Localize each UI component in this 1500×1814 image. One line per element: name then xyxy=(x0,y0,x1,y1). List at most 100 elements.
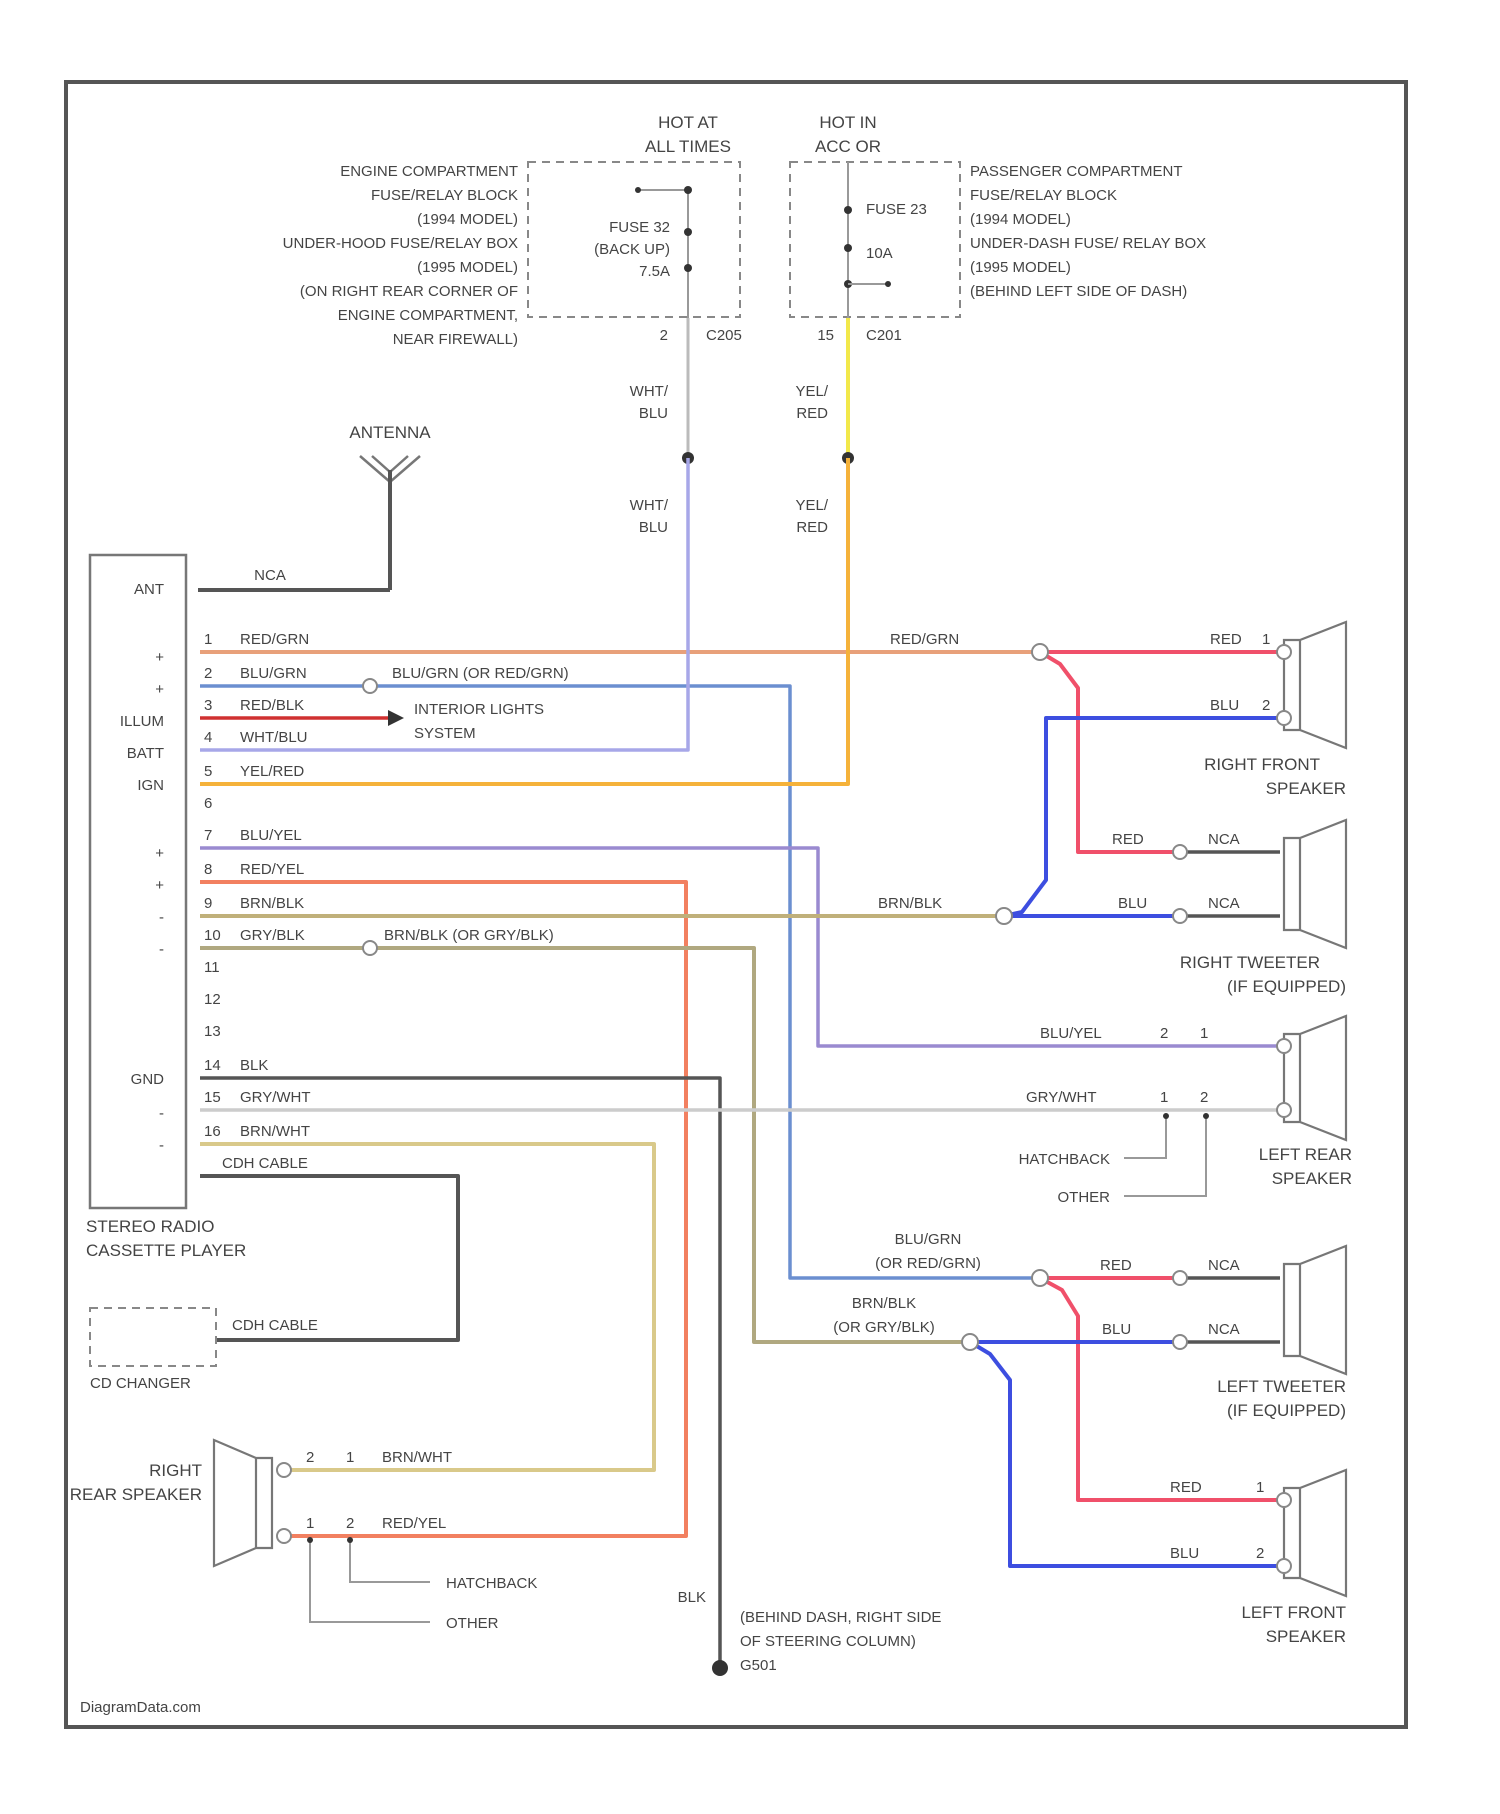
speaker-icon xyxy=(1284,820,1346,948)
radio-pin-wire: BLK xyxy=(240,1057,268,1074)
fuse-left-pin: 2 xyxy=(660,327,668,344)
lf-name-1: LEFT FRONT xyxy=(1241,1603,1346,1622)
interior-lights-label-2: SYSTEM xyxy=(414,725,476,742)
fuse-right-desc-1: PASSENGER COMPARTMENT xyxy=(970,163,1183,180)
radio-pin-wire: BRN/BLK xyxy=(240,895,304,912)
radio-pin-wire: RED/YEL xyxy=(240,861,304,878)
radio-pins: 1RED/GRN2BLU/GRN3RED/BLK4WHT/BLU5YEL/RED… xyxy=(204,631,311,1140)
radio-pin-wire: GRY/WHT xyxy=(240,1089,311,1106)
cd-changer-box xyxy=(90,1308,216,1366)
radio-terminal-minus-4: - xyxy=(159,1137,164,1154)
fuse-left-connector: C205 xyxy=(706,327,742,344)
ground: BLK (BEHIND DASH, RIGHT SIDE OF STEERING… xyxy=(678,1589,942,1676)
lr-name-1: LEFT REAR xyxy=(1259,1145,1352,1164)
radio-terminal-minus-1: - xyxy=(159,909,164,926)
rr-pin-bottom-2: 2 xyxy=(346,1515,354,1532)
lf-pin2: 2 xyxy=(1256,1545,1264,1562)
antenna: ANTENNA NCA xyxy=(198,423,431,590)
fuse-left-dashed-box xyxy=(528,162,740,317)
rr-pin-top-1: 2 xyxy=(306,1449,314,1466)
radio-pin-number: 16 xyxy=(204,1123,221,1140)
radio-terminal-ant: ANT xyxy=(134,581,164,598)
rf-pin1: 1 xyxy=(1262,631,1270,648)
wire-label-yel-red-top-1: YEL/ xyxy=(795,383,828,400)
fuse-right-block: HOT IN ACC OR FUSE 23 10A PASSENGER COMP… xyxy=(790,113,1206,344)
radio-pin-wire: GRY/BLK xyxy=(240,927,305,944)
lr-pin-top-1: 2 xyxy=(1160,1025,1168,1042)
lf-wire2: BLU xyxy=(1170,1545,1199,1562)
radio-pin-number: 11 xyxy=(204,959,220,976)
midline-brn-blk: BRN/BLK xyxy=(878,895,942,912)
radio-terminal-ign: IGN xyxy=(137,777,164,794)
midline-blu-yel: BLU/YEL xyxy=(1040,1025,1102,1042)
fuse-right-header-2: ACC OR xyxy=(815,137,881,156)
midline-brn-blk-lower-1: BRN/BLK xyxy=(852,1295,916,1312)
radio-pin-number: 12 xyxy=(204,991,221,1008)
lr-other: OTHER xyxy=(1058,1189,1111,1206)
fuse-left-fuse-3: 7.5A xyxy=(639,263,670,280)
rr-name-2: REAR SPEAKER xyxy=(70,1485,202,1504)
radio-pin-number: 7 xyxy=(204,827,212,844)
wire-label-yel-red-top-2: RED xyxy=(796,405,828,422)
radio-pin-wire: WHT/BLU xyxy=(240,729,308,746)
lt-wire2: BLU xyxy=(1102,1321,1131,1338)
radio-pin-number: 3 xyxy=(204,697,212,714)
lt-name-1: LEFT TWEETER xyxy=(1217,1377,1346,1396)
rt-name-2: (IF EQUIPPED) xyxy=(1227,977,1346,996)
rf-pin2: 2 xyxy=(1262,697,1270,714)
fuse-left-desc-8: NEAR FIREWALL) xyxy=(393,331,518,348)
lt-name-2: (IF EQUIPPED) xyxy=(1227,1401,1346,1420)
fuse-right-desc-6: (BEHIND LEFT SIDE OF DASH) xyxy=(970,283,1187,300)
lr-name-2: SPEAKER xyxy=(1272,1169,1352,1188)
radio-pin-number: 10 xyxy=(204,927,221,944)
arrow-icon xyxy=(388,710,404,726)
radio-pin-number: 6 xyxy=(204,795,212,812)
lt-nca1: NCA xyxy=(1208,1257,1240,1274)
rr-other: OTHER xyxy=(446,1615,499,1632)
radio-terminal-illum: ILLUM xyxy=(120,713,164,730)
lr-pin-bottom-1: 1 xyxy=(1160,1089,1168,1106)
fuse-left-fuse-1: FUSE 32 xyxy=(609,219,670,236)
midline-gry-wht: GRY/WHT xyxy=(1026,1089,1097,1106)
speaker-left-front: RED 1 BLU 2 LEFT FRONT SPEAKER xyxy=(1170,1470,1346,1646)
radio-pin-wire: BLU/YEL xyxy=(240,827,302,844)
midline-brn-blk-alt: BRN/BLK (OR GRY/BLK) xyxy=(384,927,554,944)
fuse-left-block: HOT AT ALL TIMES ENGINE COMPARTMENT FUSE… xyxy=(283,113,742,348)
lf-wire1: RED xyxy=(1170,1479,1202,1496)
radio-terminal-batt: BATT xyxy=(127,745,164,762)
lf-name-2: SPEAKER xyxy=(1266,1627,1346,1646)
radio-pin-number: 14 xyxy=(204,1057,221,1074)
speaker-right-front: RED 1 BLU 2 RIGHT FRONT SPEAKER xyxy=(1204,622,1346,798)
watermark: DiagramData.com xyxy=(80,1699,201,1716)
radio-terminal-plus-2: + xyxy=(155,681,164,698)
wire-rf-red xyxy=(1040,652,1180,852)
rf-name-2: SPEAKER xyxy=(1266,779,1346,798)
cd-changer: CD CHANGER CDH CABLE xyxy=(90,1308,318,1392)
radio-terminal-minus-2: - xyxy=(159,941,164,958)
radio-terminal-gnd: GND xyxy=(131,1071,165,1088)
interior-lights-label-1: INTERIOR LIGHTS xyxy=(414,701,544,718)
radio-terminal-plus-3: + xyxy=(155,845,164,862)
midline-blu-grn-lower-1: BLU/GRN xyxy=(895,1231,962,1248)
rf-name-1: RIGHT FRONT xyxy=(1204,755,1320,774)
radio-terminal-plus-4: + xyxy=(155,877,164,894)
fuse-right-header-1: HOT IN xyxy=(819,113,876,132)
cd-changer-cable: CDH CABLE xyxy=(232,1317,318,1334)
speaker-icon xyxy=(1284,1470,1346,1596)
rf-wire1: RED xyxy=(1210,631,1242,648)
speaker-icon xyxy=(1284,1246,1346,1374)
radio-pin-wire: BRN/WHT xyxy=(240,1123,310,1140)
fuse-right-pin: 15 xyxy=(817,327,834,344)
fuse-left-desc-2: FUSE/RELAY BLOCK xyxy=(371,187,518,204)
speaker-right-tweeter: RED NCA BLU NCA RIGHT TWEETER (IF EQUIPP… xyxy=(1112,820,1346,996)
fuse-right-desc-2: FUSE/RELAY BLOCK xyxy=(970,187,1117,204)
ground-wire: BLK xyxy=(678,1589,706,1606)
fuse-left-desc-5: (1995 MODEL) xyxy=(417,259,518,276)
radio-pin-number: 13 xyxy=(204,1023,221,1040)
radio-name-2: CASSETTE PLAYER xyxy=(86,1241,246,1260)
rr-name-1: RIGHT xyxy=(149,1461,202,1480)
midline-blu-grn-lower-2: (OR RED/GRN) xyxy=(875,1255,981,1272)
rt-nca1: NCA xyxy=(1208,831,1240,848)
fuse-left-desc-4: UNDER-HOOD FUSE/RELAY BOX xyxy=(283,235,518,252)
rt-wire1: RED xyxy=(1112,831,1144,848)
